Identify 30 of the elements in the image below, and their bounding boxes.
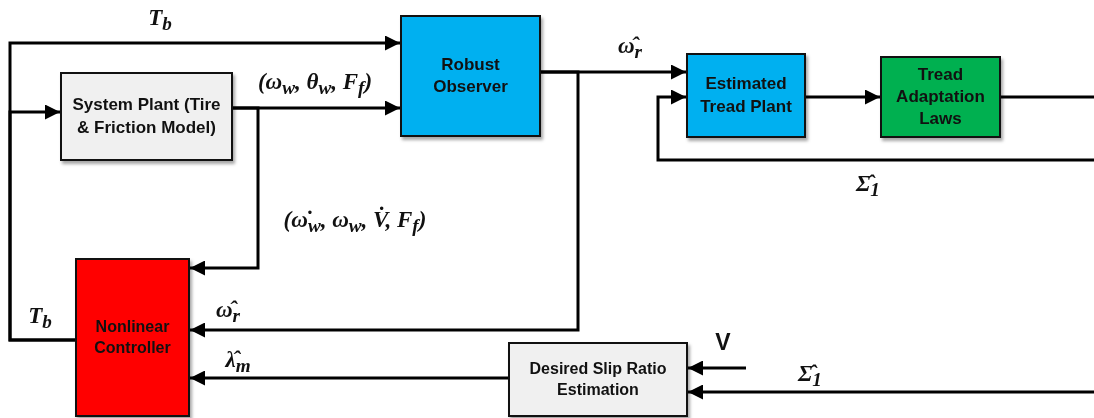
process-box [60,72,233,161]
arrow [656,89,1094,162]
signal-label: (ω̇$_{w}$, ω$_{w}$, V̇, F$_{f}$) [283,206,427,238]
arrow [190,370,508,386]
signal-label: V [715,328,731,356]
controller-box [75,258,190,417]
arrow [688,384,1094,400]
signal-label: T$_{b}$ [148,4,172,36]
process-box [400,15,541,137]
process-box [880,56,1001,138]
arrow [190,70,580,338]
process-box [686,53,806,138]
signal-label: ω̂$_{r}$ [617,32,643,64]
box-label: Tread Adaptation Laws [895,63,986,131]
signal-label: λ̂$_{m}$ [225,346,251,378]
signal-label: (ω$_{w}$, θ$_{w}$, F$_{f}$) [257,68,373,100]
box-label: Robust Observer [432,53,509,98]
signal-label: T$_{b}$ [28,302,52,334]
signal-label: ω̂$_{r}$ [215,296,241,328]
box-label: Desired Slip Ratio Estimation [528,358,668,400]
box-label: System Plant (Tire & Friction Model) [71,94,222,139]
arrow [190,106,260,276]
arrow [8,104,75,342]
signal-label: Σ̂$_{1}$ [856,170,880,202]
box-label: Estimated Tread Plant [699,73,793,118]
signal-label: Σ̂$_{1}$ [798,360,822,392]
arrow [688,360,746,376]
box-label: Nonlinear Controller [93,316,172,358]
process-box [508,342,688,417]
arrow [806,89,880,105]
